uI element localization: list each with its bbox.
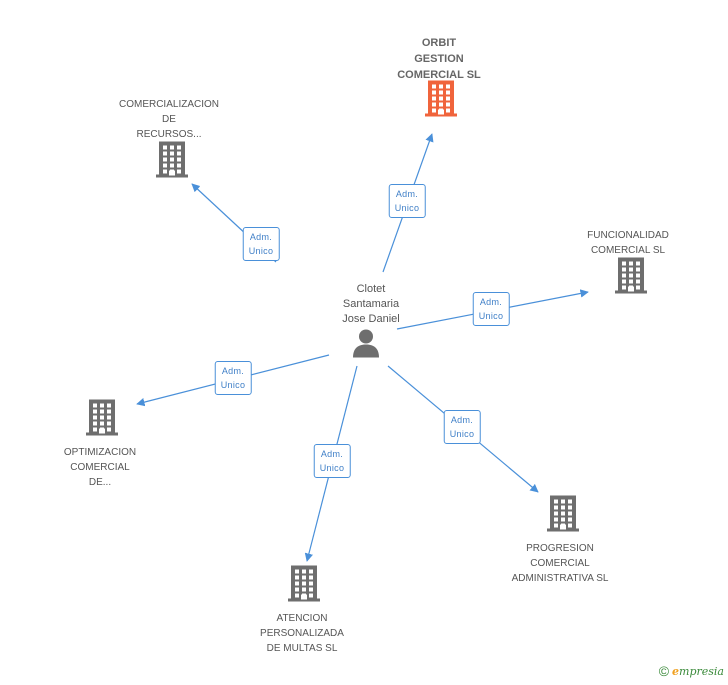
company-label-optimizacion-line: COMERCIAL xyxy=(70,462,130,473)
building-icon[interactable] xyxy=(86,399,118,441)
role-badge-text: Adm. xyxy=(395,189,419,199)
role-badge-text: Unico xyxy=(220,380,246,390)
building-icon[interactable] xyxy=(288,565,320,607)
role-badge-text: Unico xyxy=(394,203,420,213)
brand-logo: empresia xyxy=(672,664,724,678)
role-badge-text: Unico xyxy=(319,463,345,473)
company-label-optimizacion[interactable]: OPTIMIZACION COMERCIAL DE... xyxy=(64,445,136,490)
company-label-atencion-line: PERSONALIZADA xyxy=(260,628,344,639)
role-badge-text: Adm. xyxy=(320,449,344,459)
company-label-comercializacion-line: DE xyxy=(162,114,176,125)
role-badge-text: Adm. xyxy=(450,415,474,425)
company-label-funcionalidad[interactable]: FUNCIONALIDAD COMERCIAL SL xyxy=(587,228,669,258)
building-icon[interactable] xyxy=(425,80,457,122)
company-label-atencion-line: ATENCION xyxy=(276,613,328,624)
role-badge-text: Unico xyxy=(248,246,274,256)
company-label-comercializacion-line: RECURSOS... xyxy=(136,129,202,140)
role-badge-text: Unico xyxy=(449,429,475,439)
company-label-optimizacion-line: DE... xyxy=(88,477,112,488)
role-badge-orbit[interactable]: Adm. Unico xyxy=(388,184,426,218)
role-badge-atencion[interactable]: Adm. Unico xyxy=(313,444,351,478)
role-badge-text: Adm. xyxy=(249,232,273,242)
company-label-atencion[interactable]: ATENCION PERSONALIZADA DE MULTAS SL xyxy=(260,611,344,656)
person-label-line: Clotet xyxy=(356,283,386,295)
person-label-line: Jose Daniel xyxy=(342,313,400,325)
role-badge-optimizacion[interactable]: Adm. Unico xyxy=(214,361,252,395)
company-label-funcionalidad-line: COMERCIAL SL xyxy=(590,245,666,256)
company-label-orbit-line: COMERCIAL SL xyxy=(397,69,481,81)
role-badge-progresion[interactable]: Adm. Unico xyxy=(443,410,481,444)
company-label-comercializacion[interactable]: COMERCIALIZACION DE RECURSOS... xyxy=(119,97,219,142)
company-label-progresion[interactable]: PROGRESION COMERCIAL ADMINISTRATIVA SL xyxy=(512,541,609,586)
role-badge-text: Unico xyxy=(478,311,504,321)
company-label-orbit-line: ORBIT xyxy=(421,37,457,49)
role-badge-text: Adm. xyxy=(479,297,503,307)
company-label-comercializacion-line: COMERCIALIZACION xyxy=(118,99,220,110)
person-label-line: Santamaria xyxy=(342,298,400,310)
building-icon[interactable] xyxy=(615,257,647,299)
role-badge-text: Adm. xyxy=(221,366,245,376)
person-icon[interactable] xyxy=(351,328,381,363)
building-icon[interactable] xyxy=(547,495,579,537)
company-label-progresion-line: ADMINISTRATIVA SL xyxy=(511,573,609,584)
company-label-progresion-line: PROGRESION xyxy=(526,543,594,554)
building-icon[interactable] xyxy=(156,141,188,183)
copyright-symbol: © xyxy=(658,663,670,679)
company-label-orbit[interactable]: ORBIT GESTION COMERCIAL SL xyxy=(397,35,481,83)
role-badge-comercializacion[interactable]: Adm. Unico xyxy=(242,227,280,261)
company-label-orbit-line: GESTION xyxy=(414,53,464,65)
footer-brand: © empresia xyxy=(659,663,724,679)
company-label-progresion-line: COMERCIAL xyxy=(530,558,590,569)
company-label-funcionalidad-line: FUNCIONALIDAD xyxy=(587,230,669,241)
company-label-optimizacion-line: OPTIMIZACION xyxy=(63,447,137,458)
company-label-atencion-line: DE MULTAS SL xyxy=(266,643,338,654)
role-badge-funcionalidad[interactable]: Adm. Unico xyxy=(472,292,510,326)
